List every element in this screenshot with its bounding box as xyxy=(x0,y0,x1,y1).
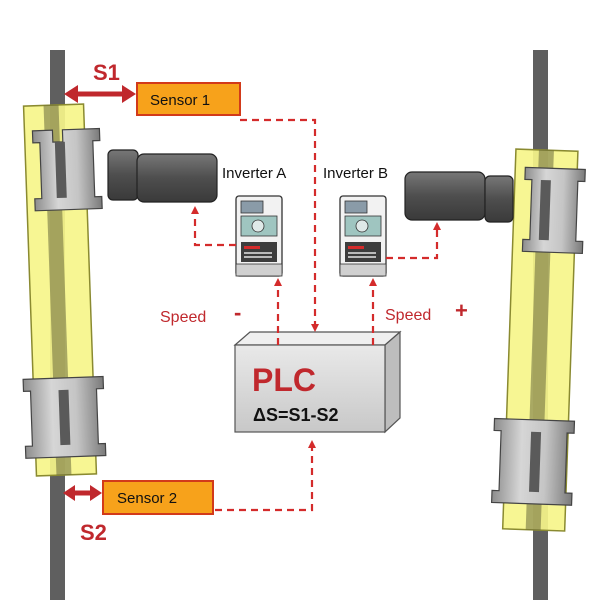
s1-distance-arrow xyxy=(64,85,136,103)
s1-label: S1 xyxy=(93,60,120,85)
plc-box xyxy=(233,330,402,434)
left-top-roller-icon xyxy=(31,127,103,212)
right-bottom-roller-icon xyxy=(490,417,576,506)
sensor-1-to-plc-line xyxy=(240,118,319,332)
sensor-1-label: Sensor 1 xyxy=(150,92,210,109)
inverter-b-label: Inverter B xyxy=(323,165,388,182)
right-motor-icon xyxy=(404,171,514,223)
inverter-b-to-right-motor-line xyxy=(386,222,441,260)
s2-label: S2 xyxy=(80,520,107,545)
plc-formula: ΔS=S1-S2 xyxy=(253,405,338,425)
speed-plus-sign: + xyxy=(455,298,468,323)
inverter-a-label: Inverter A xyxy=(222,165,286,182)
left-motor-icon xyxy=(107,149,218,203)
speed-minus-sign: - xyxy=(234,300,241,325)
speed-minus-label: Speed xyxy=(160,309,206,326)
speed-plus-label: Speed xyxy=(385,307,431,324)
right-conveyor-assembly xyxy=(490,50,586,600)
inverter-a-icon xyxy=(235,195,283,277)
right-top-roller-icon xyxy=(521,166,586,255)
sensor-2-to-plc-line xyxy=(215,440,316,512)
inverter-b-icon xyxy=(339,195,387,277)
plc-title: PLC xyxy=(252,362,316,398)
s2-distance-arrow xyxy=(63,485,102,501)
sensor-2-label: Sensor 2 xyxy=(117,490,177,507)
sensor-1-box xyxy=(136,82,241,116)
signal-lines xyxy=(191,118,441,512)
inverter-a-to-left-motor-line xyxy=(191,206,236,247)
left-bottom-roller-icon xyxy=(22,375,107,459)
sensor-2-box xyxy=(102,480,214,515)
left-conveyor-assembly xyxy=(22,50,107,600)
